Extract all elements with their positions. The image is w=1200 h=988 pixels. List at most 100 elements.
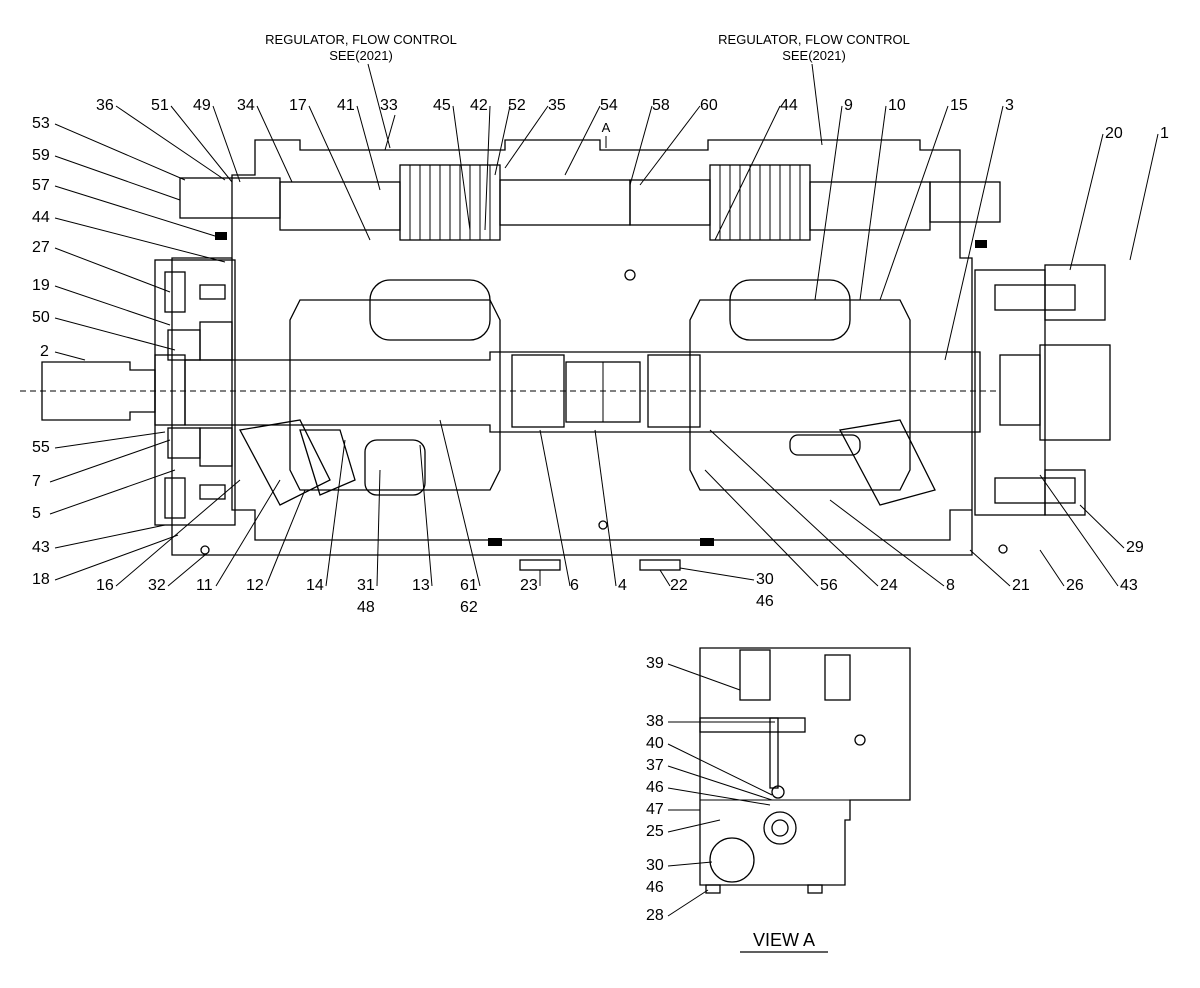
rear-bolt-bottom (994, 477, 1076, 504)
callout-29: 29 (1126, 539, 1144, 556)
view-a-rod (699, 717, 806, 733)
piston-lower-left (364, 439, 426, 496)
view-callout-46-b: 46 (646, 879, 664, 896)
bolt-top (199, 284, 226, 300)
servo-rod-center (499, 179, 631, 226)
callout-45: 45 (433, 97, 451, 114)
callout-52: 52 (508, 97, 526, 114)
callout-11: 11 (196, 577, 213, 594)
callout-8: 8 (946, 577, 955, 594)
callout-24: 24 (880, 577, 898, 594)
callout-42: 42 (470, 97, 488, 114)
regulator-right-label-2: SEE(2021) (782, 48, 846, 63)
drive-shaft (184, 351, 981, 433)
regulator-left-label-2: SEE(2021) (329, 48, 393, 63)
callout-50: 50 (32, 309, 50, 326)
flange-lower (1044, 469, 1086, 516)
bearing-rear-top (199, 321, 233, 361)
view-a-title: VIEW A (753, 930, 815, 950)
cylinder-block-left (289, 299, 501, 491)
view-callout-47: 47 (646, 801, 664, 818)
view-a-foot-right (807, 884, 823, 894)
piston-upper-right (729, 279, 851, 341)
callout-48: 48 (357, 599, 375, 616)
callout-44-top: 44 (780, 97, 798, 114)
callout-21: 21 (1012, 577, 1030, 594)
view-a-boss-left (739, 649, 771, 701)
callout-62: 62 (460, 599, 478, 616)
seal-housing-top (164, 271, 186, 313)
plug-22 (639, 559, 681, 571)
plug-3 (975, 240, 987, 248)
callout-58: 58 (652, 97, 670, 114)
bearing-front-bottom (167, 427, 201, 459)
lower-housing-edge (231, 258, 972, 541)
callout-32: 32 (148, 577, 166, 594)
callout-23: 23 (520, 577, 538, 594)
cylinder-block-right (689, 299, 911, 491)
callout-5: 5 (32, 505, 41, 522)
callout-31: 31 (357, 577, 375, 594)
callout-15: 15 (950, 97, 968, 114)
rear-cover (974, 269, 1046, 516)
view-a-hole (854, 734, 866, 746)
callout-46: 46 (756, 593, 774, 610)
piston-lower-right (789, 434, 861, 456)
callout-6: 6 (570, 577, 579, 594)
view-callout-39: 39 (646, 655, 664, 672)
plug-56 (700, 538, 714, 546)
rear-bolt-top (994, 284, 1076, 311)
callout-17: 17 (289, 97, 307, 114)
callout-3: 3 (1005, 97, 1014, 114)
flange-upper (1044, 264, 1106, 321)
callout-53: 53 (32, 115, 50, 132)
callout-44: 44 (32, 209, 50, 226)
callout-2: 2 (40, 343, 49, 360)
leader-regulator-left (367, 63, 391, 149)
view-callout-40: 40 (646, 735, 664, 752)
callout-16: 16 (96, 577, 114, 594)
callout-59: 59 (32, 147, 50, 164)
callout-54: 54 (600, 97, 618, 114)
callout-13: 13 (412, 577, 430, 594)
swash-plate-left (239, 419, 331, 506)
callout-9: 9 (844, 97, 853, 114)
callout-4: 4 (618, 577, 627, 594)
callout-43-right: 43 (1120, 577, 1138, 594)
callout-19: 19 (32, 277, 50, 294)
plug-44 (215, 232, 227, 240)
callout-41: 41 (337, 97, 355, 114)
shoe-left (299, 429, 356, 496)
callout-27: 27 (32, 239, 50, 256)
callout-26: 26 (1066, 577, 1084, 594)
section-mark-a: A (602, 120, 611, 135)
spline-end (999, 354, 1041, 426)
servo-cap-right (929, 181, 1001, 223)
callout-43-left: 43 (32, 539, 50, 556)
callout-49: 49 (193, 97, 211, 114)
view-a-plug-30 (709, 837, 755, 883)
port-32 (200, 545, 210, 555)
callout-61: 61 (460, 577, 478, 594)
callout-10: 10 (888, 97, 906, 114)
swash-plate-right (839, 419, 936, 506)
regulator-right-label-1: REGULATOR, FLOW CONTROL (718, 32, 910, 47)
piston-upper-left (369, 279, 491, 341)
view-a-detail: 39 38 40 37 46 47 25 30 46 28 VIEW A (646, 647, 911, 953)
callout-22: 22 (670, 577, 688, 594)
callout-35: 35 (548, 97, 566, 114)
view-a-port-ring-outer (763, 811, 797, 845)
view-callout-38: 38 (646, 713, 664, 730)
view-a-housing (699, 647, 911, 886)
callout-55: 55 (32, 439, 50, 456)
callout-14: 14 (306, 577, 324, 594)
shaft-collar (154, 354, 186, 426)
port-center-top (624, 269, 636, 281)
servo-spring-left (399, 164, 501, 241)
callout-60: 60 (700, 97, 718, 114)
leader-regulator-right (811, 63, 823, 146)
callout-34: 34 (237, 97, 255, 114)
main-housing-outline (171, 139, 973, 556)
view-a-foot-left (705, 884, 721, 894)
